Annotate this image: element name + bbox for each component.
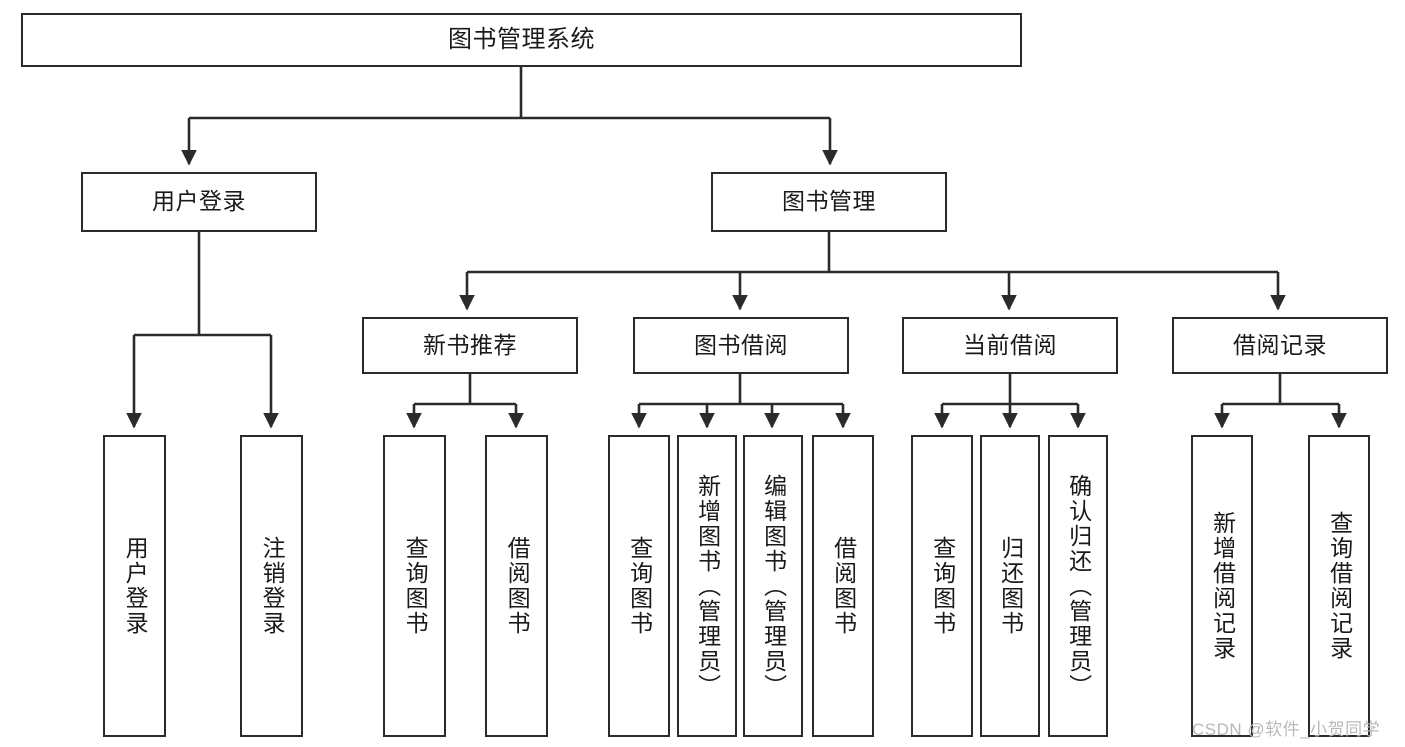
node-label: 新增图书（管理员）: [694, 473, 721, 699]
node-label: 编辑图书（管理员）: [760, 473, 787, 699]
node-label: 新书推荐: [423, 331, 517, 358]
node-label: 借阅记录: [1233, 331, 1327, 358]
node-leaf-query-book-2[interactable]: 查询图书: [608, 435, 670, 737]
node-book-borrow[interactable]: 图书借阅: [633, 317, 849, 374]
node-leaf-add-book[interactable]: 新增图书（管理员）: [677, 435, 737, 737]
node-new-book-recommend[interactable]: 新书推荐: [362, 317, 578, 374]
node-current-borrow[interactable]: 当前借阅: [902, 317, 1118, 374]
node-label: 借阅图书: [830, 536, 857, 636]
node-label: 查询图书: [929, 536, 956, 636]
node-book-management[interactable]: 图书管理: [711, 172, 947, 232]
node-label: 归还图书: [997, 536, 1024, 636]
node-leaf-query-record[interactable]: 查询借阅记录: [1308, 435, 1370, 737]
node-label: 确认归还（管理员）: [1065, 473, 1092, 699]
node-leaf-borrow-book-1[interactable]: 借阅图书: [485, 435, 548, 737]
node-leaf-confirm-return[interactable]: 确认归还（管理员）: [1048, 435, 1108, 737]
node-leaf-query-book-3[interactable]: 查询图书: [911, 435, 973, 737]
node-label: 注销登录: [259, 536, 286, 636]
node-leaf-query-book-1[interactable]: 查询图书: [383, 435, 446, 737]
node-root-book-management-system[interactable]: 图书管理系统: [21, 13, 1022, 67]
node-leaf-return-book[interactable]: 归还图书: [980, 435, 1040, 737]
node-label: 图书借阅: [694, 331, 788, 358]
node-label: 用户登录: [122, 536, 149, 636]
node-label: 新增借阅记录: [1209, 511, 1236, 661]
node-leaf-add-record[interactable]: 新增借阅记录: [1191, 435, 1253, 737]
node-label: 查询图书: [402, 536, 429, 636]
node-label: 查询图书: [626, 536, 653, 636]
node-user-login[interactable]: 用户登录: [81, 172, 317, 232]
node-label: 查询借阅记录: [1326, 511, 1353, 661]
node-leaf-logout-login[interactable]: 注销登录: [240, 435, 303, 737]
node-label: 用户登录: [152, 188, 246, 215]
node-borrow-record[interactable]: 借阅记录: [1172, 317, 1388, 374]
node-leaf-edit-book[interactable]: 编辑图书（管理员）: [743, 435, 803, 737]
node-leaf-borrow-book-2[interactable]: 借阅图书: [812, 435, 874, 737]
node-label: 图书管理: [782, 188, 876, 215]
node-label: 当前借阅: [963, 331, 1057, 358]
node-label: 图书管理系统: [448, 25, 595, 53]
node-label: 借阅图书: [504, 536, 531, 636]
csdn-watermark: CSDN @软件_小贺同学: [1192, 720, 1381, 739]
node-leaf-user-login[interactable]: 用户登录: [103, 435, 166, 737]
